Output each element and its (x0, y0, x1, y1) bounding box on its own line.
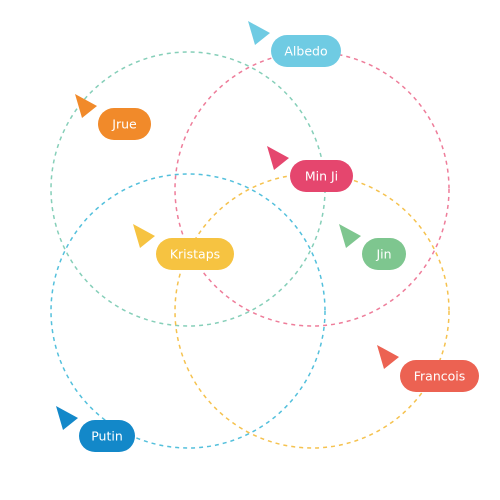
cyan-circle (50, 173, 326, 449)
teal-circle (50, 51, 326, 327)
name-pill (400, 360, 479, 392)
person-name: Putin (91, 429, 123, 444)
name-pill (156, 238, 234, 270)
name-pill (271, 35, 341, 67)
cursor-arrow-icon (248, 21, 270, 45)
person-name: Kristaps (170, 247, 220, 262)
cursor-arrow-icon (339, 224, 361, 248)
cursor-arrow-icon (267, 146, 289, 170)
person-jin[interactable]: Jin (339, 224, 406, 270)
cursor-arrow-icon (75, 94, 97, 118)
person-name: Albedo (284, 44, 327, 59)
person-putin[interactable]: Putin (56, 406, 135, 452)
yellow-circle (174, 173, 450, 449)
pink-circle (174, 51, 450, 327)
cursor-arrow-icon (133, 224, 155, 248)
cursor-arrow-icon (377, 345, 399, 369)
person-name: Jrue (111, 117, 137, 132)
person-francois[interactable]: Francois (377, 345, 479, 392)
name-pill (362, 238, 406, 270)
name-pill (79, 420, 135, 452)
person-name: Jin (375, 247, 391, 262)
person-name: Francois (414, 369, 466, 384)
person-name: Min Ji (305, 169, 338, 184)
cursor-arrow-icon (56, 406, 78, 430)
name-pill (98, 108, 151, 140)
person-min-ji[interactable]: Min Ji (267, 146, 353, 192)
name-pill (290, 160, 353, 192)
person-albedo[interactable]: Albedo (248, 21, 341, 67)
person-jrue[interactable]: Jrue (75, 94, 151, 140)
person-kristaps[interactable]: Kristaps (133, 224, 234, 270)
